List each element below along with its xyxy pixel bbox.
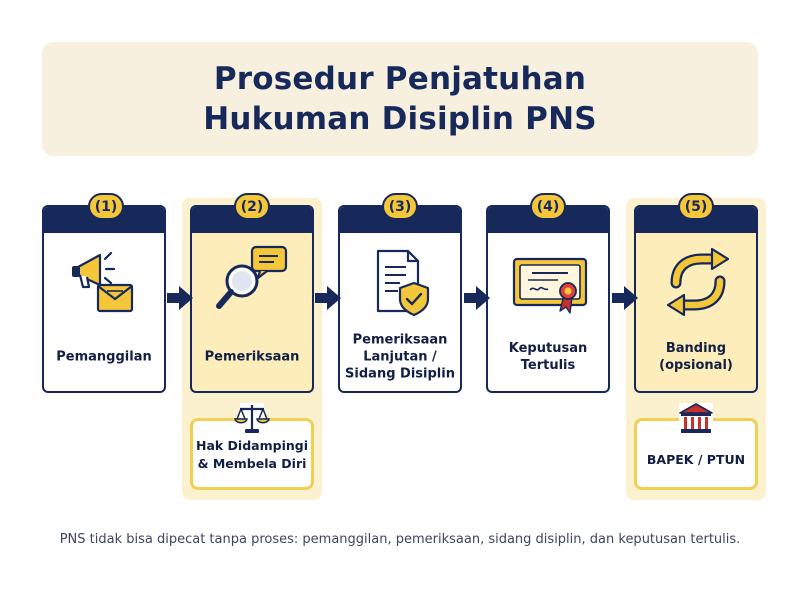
footnote: PNS tidak bisa dipecat tanpa proses: pem… <box>59 532 741 547</box>
rights-note-box: Hak Didampingi& Membela Diri <box>190 403 314 490</box>
arrow-right-icon <box>167 286 193 310</box>
arrow-right-icon <box>612 286 638 310</box>
step-1-card: Pemanggilan <box>42 205 166 393</box>
step-1-badge: (1) <box>88 193 124 220</box>
arrow-right-icon <box>315 286 341 310</box>
courthouse-icon <box>679 403 713 435</box>
magnifier-chat-icon <box>216 245 288 309</box>
step-1-label: Pemanggilan <box>56 349 152 365</box>
scales-icon <box>234 403 270 433</box>
step-2-label: Pemeriksaan <box>204 349 300 365</box>
step-3-badge: (3) <box>382 193 418 220</box>
cycle-arrows-icon <box>666 247 730 317</box>
title-line-2: Hukuman Disiplin PNS <box>203 101 597 137</box>
step-2-card: Pemeriksaan <box>190 205 314 393</box>
appeal-body-label: BAPEK / PTUN <box>646 452 746 467</box>
appeal-body-box: BAPEK / PTUN <box>634 403 758 490</box>
step-5-badge: (5) <box>678 193 714 220</box>
step-4-badge: (4) <box>530 193 566 220</box>
megaphone-envelope-icon <box>72 251 134 313</box>
title-banner: Prosedur Penjatuhan Hukuman Disiplin PNS <box>42 42 758 156</box>
title-line-1: Prosedur Penjatuhan <box>213 61 587 97</box>
rights-note-label: Hak Didampingi& Membela Diri <box>196 438 308 471</box>
step-5-label: Banding(opsional) <box>659 341 733 373</box>
arrow-right-icon <box>464 286 490 310</box>
certificate-icon <box>512 257 588 314</box>
document-shield-icon <box>376 249 430 317</box>
step-2-badge: (2) <box>234 193 270 220</box>
step-5-card: Banding(opsional) <box>634 205 758 393</box>
